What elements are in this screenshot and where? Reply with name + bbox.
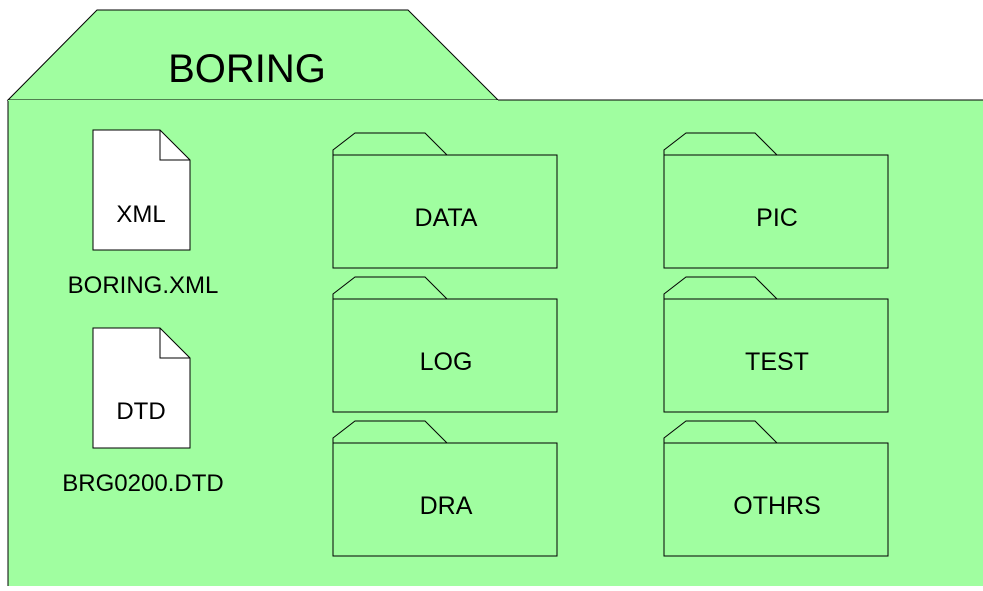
document-icon	[92, 129, 191, 251]
subfolder-test[interactable]: TEST	[663, 276, 889, 413]
folder-icon	[332, 276, 558, 413]
subfolder-label: PIC	[756, 204, 798, 232]
document-fold	[159, 130, 190, 161]
subfolder-dra[interactable]: DRA	[332, 420, 558, 557]
subfolder-label: DATA	[415, 204, 478, 232]
folder-icon	[663, 276, 889, 413]
xml-file[interactable]: XML BORING.XML	[68, 129, 219, 299]
folder-icon	[663, 420, 889, 557]
document-fold	[159, 328, 190, 359]
root-folder-label: BORING	[168, 47, 326, 91]
subfolder-data[interactable]: DATA	[332, 132, 558, 269]
subfolder-pic[interactable]: PIC	[663, 132, 889, 269]
file-icon-label: XML	[116, 201, 165, 228]
folder-icon	[332, 420, 558, 557]
subfolder-othrs[interactable]: OTHRS	[663, 420, 889, 557]
subfolder-log[interactable]: LOG	[332, 276, 558, 413]
dtd-file[interactable]: DTD BRG0200.DTD	[62, 327, 224, 497]
folder-icon	[332, 132, 558, 269]
folder-icon	[663, 132, 889, 269]
file-name: BORING.XML	[68, 272, 219, 299]
file-name: BRG0200.DTD	[62, 470, 223, 497]
file-icon-label: DTD	[116, 398, 165, 425]
subfolder-label: LOG	[420, 348, 473, 376]
root-folder-seam	[8, 100, 498, 101]
subfolder-label: DRA	[420, 492, 473, 520]
document-icon	[92, 327, 191, 449]
subfolder-label: OTHRS	[733, 492, 821, 520]
subfolder-label: TEST	[745, 348, 809, 376]
